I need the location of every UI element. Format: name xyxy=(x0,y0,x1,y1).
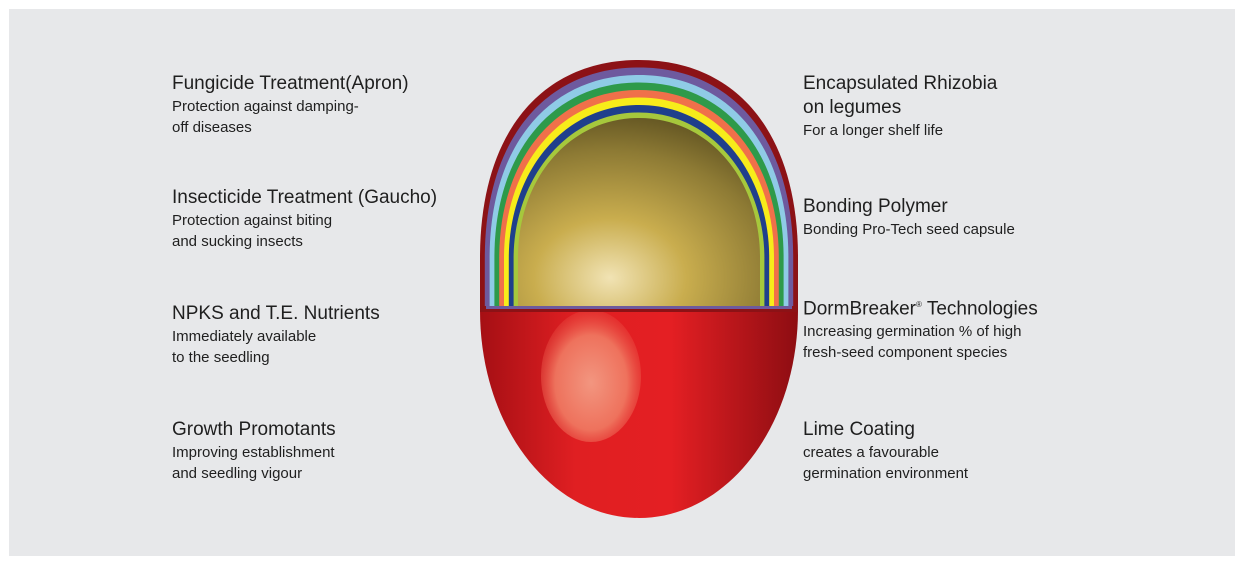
lime-coating-desc-line-1: creates a favourable xyxy=(803,442,968,463)
growth-promotants-desc-line-1: Improving establishment xyxy=(172,442,336,463)
dormbreaker-desc-line-1: Increasing germination % of high xyxy=(803,321,1038,342)
fungicide-treatment-desc-line-2: off diseases xyxy=(172,117,409,138)
seed-base-shell xyxy=(480,310,798,518)
bonding-polymer-desc: Bonding Pro-Tech seed capsule xyxy=(803,219,1015,240)
npks-nutrients-title: NPKS and T.E. Nutrients xyxy=(172,302,380,326)
lime-coating-item: Lime Coating creates a favourable germin… xyxy=(803,418,968,484)
npks-nutrients-desc-line-1: Immediately available xyxy=(172,326,380,347)
bonding-polymer-title: Bonding Polymer xyxy=(803,195,1015,219)
insecticide-treatment-desc-line-2: and sucking insects xyxy=(172,231,437,252)
npks-nutrients-desc-line-2: to the seedling xyxy=(172,347,380,368)
npks-nutrients-item: NPKS and T.E. Nutrients Immediately avai… xyxy=(172,302,380,368)
coated-seed-illustration xyxy=(478,58,800,520)
dormbreaker-title-main: DormBreaker xyxy=(803,298,916,319)
dormbreaker-item: DormBreaker® Technologies Increasing ger… xyxy=(803,293,1038,363)
encapsulated-rhizobia-title-line-1: Encapsulated Rhizobia xyxy=(803,72,997,96)
encapsulated-rhizobia-desc: For a longer shelf life xyxy=(803,120,997,141)
dormbreaker-title-rest: Technologies xyxy=(922,298,1038,319)
seed-base-highlight xyxy=(541,310,641,442)
lime-coating-title: Lime Coating xyxy=(803,418,968,442)
fungicide-treatment-title: Fungicide Treatment(Apron) xyxy=(172,72,409,96)
fungicide-treatment-desc-line-1: Protection against damping- xyxy=(172,96,409,117)
insecticide-treatment-title: Insecticide Treatment (Gaucho) xyxy=(172,186,437,210)
encapsulated-rhizobia-title-line-2: on legumes xyxy=(803,96,997,120)
encapsulated-rhizobia-item: Encapsulated Rhizobia on legumes For a l… xyxy=(803,72,997,141)
growth-promotants-desc-line-2: and seedling vigour xyxy=(172,463,336,484)
fungicide-treatment-item: Fungicide Treatment(Apron) Protection ag… xyxy=(172,72,409,138)
insecticide-treatment-desc-line-1: Protection against biting xyxy=(172,210,437,231)
growth-promotants-title: Growth Promotants xyxy=(172,418,336,442)
bonding-polymer-item: Bonding Polymer Bonding Pro-Tech seed ca… xyxy=(803,195,1015,240)
dormbreaker-desc-line-2: fresh-seed component species xyxy=(803,342,1038,363)
lime-coating-desc-line-2: germination environment xyxy=(803,463,968,484)
growth-promotants-item: Growth Promotants Improving establishmen… xyxy=(172,418,336,484)
insecticide-treatment-item: Insecticide Treatment (Gaucho) Protectio… xyxy=(172,186,437,252)
dormbreaker-title: DormBreaker® Technologies xyxy=(803,293,1038,321)
